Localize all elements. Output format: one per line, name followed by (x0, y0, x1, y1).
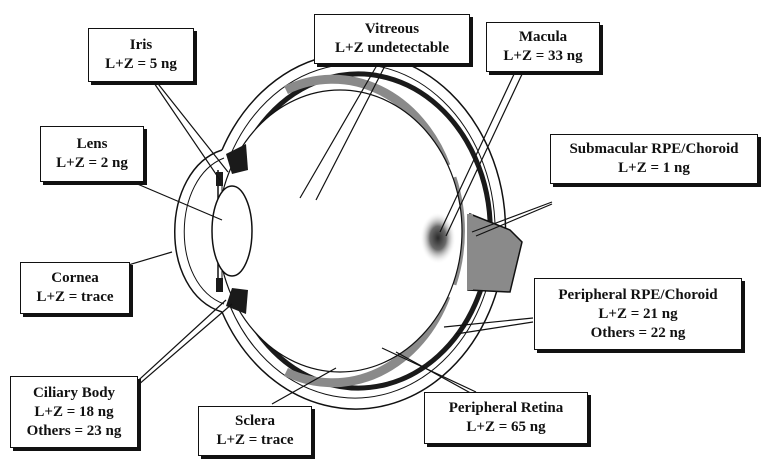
label-lens-value: L+Z = 2 ng (56, 154, 128, 173)
label-iris: Iris L+Z = 5 ng (88, 28, 194, 82)
label-vitreous: Vitreous L+Z undetectable (314, 14, 470, 64)
label-peripheral-retina: Peripheral Retina L+Z = 65 ng (424, 392, 588, 444)
label-submacular-rpe-choroid: Submacular RPE/Choroid L+Z = 1 ng (550, 134, 758, 184)
label-ciliary-body: Ciliary Body L+Z = 18 ng Others = 23 ng (10, 376, 138, 448)
label-macula-name: Macula (519, 28, 567, 47)
label-submacular-name: Submacular RPE/Choroid (569, 140, 738, 159)
macula-spot (420, 212, 456, 264)
label-vitreous-name: Vitreous (365, 20, 419, 39)
label-peripheral-retina-value: L+Z = 65 ng (466, 418, 545, 437)
label-lens: Lens L+Z = 2 ng (40, 126, 144, 182)
label-sclera-name: Sclera (235, 412, 275, 431)
label-peripheral-rpe-value: L+Z = 21 ng (598, 305, 677, 324)
lens (212, 186, 252, 276)
label-cornea: Cornea L+Z = trace (20, 262, 130, 314)
label-iris-name: Iris (130, 36, 153, 55)
label-sclera-value: L+Z = trace (216, 431, 293, 450)
label-iris-value: L+Z = 5 ng (105, 55, 177, 74)
label-cornea-name: Cornea (51, 269, 99, 288)
label-vitreous-value: L+Z undetectable (335, 39, 449, 58)
label-peripheral-rpe-choroid: Peripheral RPE/Choroid L+Z = 21 ng Other… (534, 278, 742, 350)
label-macula: Macula L+Z = 33 ng (486, 22, 600, 72)
label-peripheral-retina-name: Peripheral Retina (449, 399, 564, 418)
label-submacular-value: L+Z = 1 ng (618, 159, 690, 178)
label-peripheral-rpe-name: Peripheral RPE/Choroid (558, 286, 717, 305)
label-lens-name: Lens (77, 135, 108, 154)
label-ciliary-name: Ciliary Body (33, 384, 115, 403)
label-ciliary-value: L+Z = 18 ng (34, 403, 113, 422)
optic-nerve (468, 214, 522, 292)
label-sclera: Sclera L+Z = trace (198, 406, 312, 456)
label-macula-value: L+Z = 33 ng (503, 47, 582, 66)
label-ciliary-others: Others = 23 ng (27, 422, 122, 441)
label-cornea-value: L+Z = trace (36, 288, 113, 307)
label-peripheral-rpe-others: Others = 22 ng (591, 324, 686, 343)
